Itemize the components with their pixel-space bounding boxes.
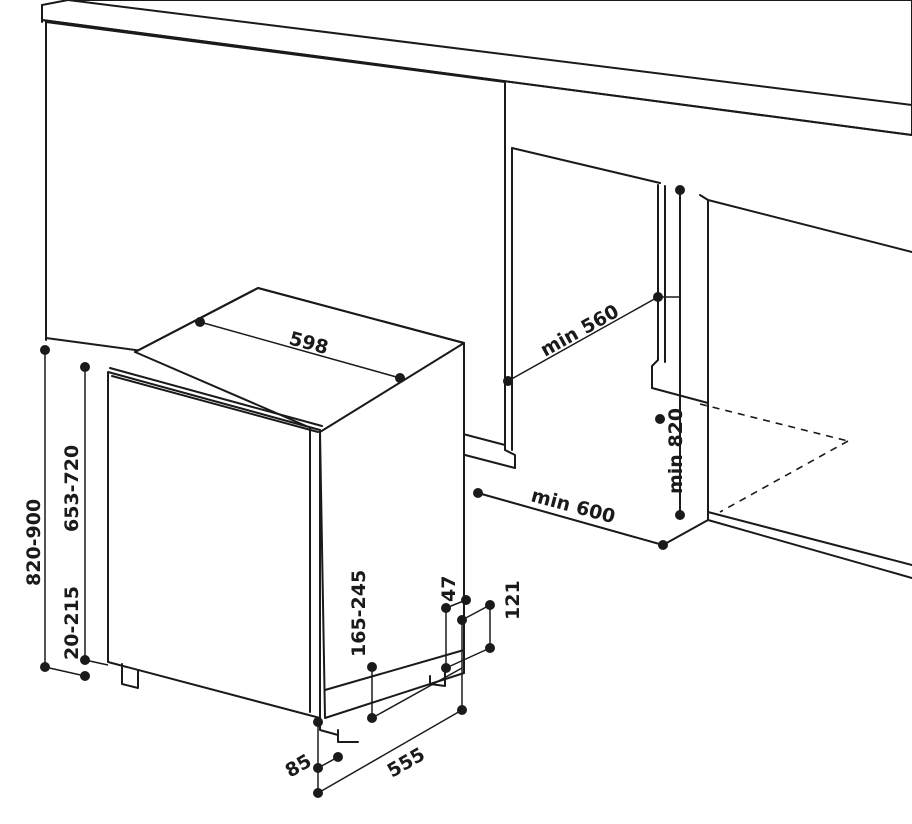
label-min-niche-depth: min 560	[537, 300, 623, 361]
marker	[40, 662, 50, 672]
marker	[313, 717, 323, 727]
marker	[395, 373, 405, 383]
marker	[441, 663, 451, 673]
marker	[658, 540, 668, 550]
label-front-depth: 85	[282, 750, 316, 782]
marker	[503, 376, 513, 386]
label-depth: 555	[384, 743, 429, 782]
marker	[457, 615, 467, 625]
worktop	[41, 0, 912, 136]
marker	[367, 713, 377, 723]
right-cabinet	[679, 189, 912, 579]
marker	[675, 185, 685, 195]
marker	[313, 788, 323, 798]
marker	[461, 595, 471, 605]
marker	[333, 752, 343, 762]
label-plinth-range: 20-215	[61, 586, 83, 660]
label-rear-foot: 121	[502, 580, 524, 620]
marker	[441, 603, 451, 613]
marker	[473, 488, 483, 498]
marker	[457, 705, 467, 715]
marker	[195, 317, 205, 327]
label-panel-height: 653-720	[61, 445, 83, 532]
niche-inner-wall	[464, 144, 666, 469]
label-height-range: 820-900	[23, 499, 45, 586]
marker	[485, 600, 495, 610]
dishwasher	[107, 287, 465, 743]
label-front-foot-range: 165-245	[348, 570, 370, 657]
label-min-niche-width: min 600	[529, 485, 618, 529]
marker	[80, 362, 90, 372]
marker	[367, 662, 377, 672]
marker	[653, 292, 663, 302]
marker	[675, 510, 685, 520]
label-min-niche-height: min 820	[665, 408, 687, 494]
marker	[655, 414, 665, 424]
dimension-markers	[40, 185, 685, 798]
marker	[485, 643, 495, 653]
marker	[40, 345, 50, 355]
marker	[80, 671, 90, 681]
marker	[80, 655, 90, 665]
label-side-offset: 47	[438, 576, 460, 602]
marker	[313, 763, 323, 773]
